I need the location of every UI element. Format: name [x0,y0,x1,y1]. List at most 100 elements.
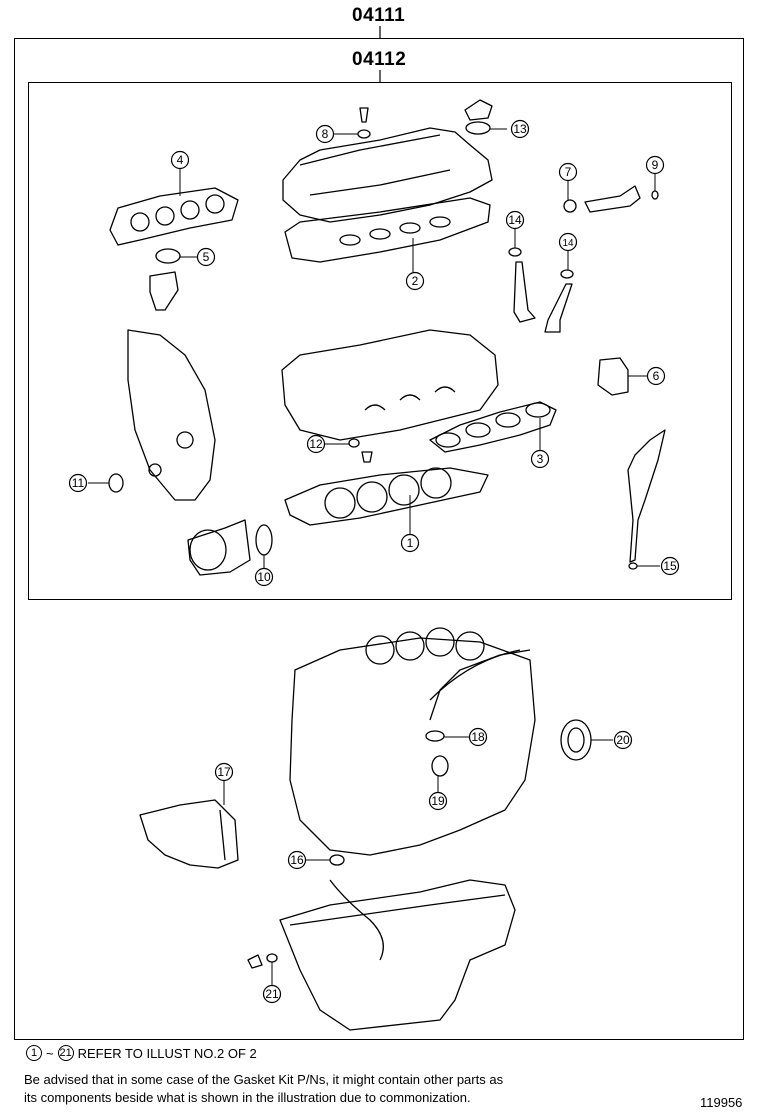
callout-circle [214,762,234,782]
callout-number: 19 [431,794,445,808]
callout-circle [613,730,633,750]
oil-pump-part [139,799,239,869]
oil-filler-cap-part [464,99,493,121]
callout-circle [428,791,448,811]
callout-number: 18 [471,730,485,744]
oil-pan-part [279,879,516,1031]
callout-number: 7 [565,165,572,179]
dipstick-tube-part [429,649,531,721]
outer-kit-frame [14,38,744,1040]
callout-number: 11 [72,476,85,490]
callout-number: 17 [217,765,231,779]
callout-circle [196,247,216,267]
advisory-line-2: its components beside what is shown in t… [24,1090,471,1105]
callout-11: 11 [68,473,88,493]
callout-2: 2 [405,271,425,291]
callout-circle [405,271,425,291]
callout-9: 9 [645,155,665,175]
crank-oil-seal-part [108,473,124,493]
callout-circle [530,449,550,469]
timing-cover-part [127,329,216,501]
callout-number: 1 [407,536,414,550]
refer-from-callout: 1 [26,1045,42,1061]
refer-text: REFER TO ILLUST NO.2 OF 2 [77,1045,257,1061]
callout-8: 8 [315,124,335,144]
callout-4: 4 [170,150,190,170]
callout-14: 14 [558,232,578,252]
callout-number: 10 [257,570,271,584]
rear-oil-seal-part [431,755,449,777]
water-pump-part [187,519,251,576]
cylinder-block-part [289,637,536,856]
chain-cover-gasket-part [597,357,629,396]
callout-21: 21 [262,984,282,1004]
callout-12: 12 [306,434,326,454]
callout-circle [315,124,335,144]
refer-tilde: ~ [46,1045,54,1061]
callout-number: 8 [322,127,329,141]
callout-15: 15 [660,556,680,576]
cover-bolt-part [359,107,369,123]
callout-circle [68,473,88,493]
callout-circle [505,210,525,230]
callout-number: 6 [653,369,660,383]
plug-gasket-part [348,438,360,448]
cylinder-head-part [281,329,499,441]
callout-circle [400,533,420,553]
callout-number: 2 [412,274,419,288]
callout-5: 5 [196,247,216,267]
callout-number: 9 [652,158,659,172]
outer-kit-code: 04111 [352,5,406,26]
callout-6: 6 [646,366,666,386]
callout-3: 3 [530,449,550,469]
intake-manifold-gasket-part [429,401,557,453]
callout-1: 1 [400,533,420,553]
callout-18: 18 [468,727,488,747]
callout-17: 17 [214,762,234,782]
callout-circle [660,556,680,576]
valve-cover-gasket-part [284,197,491,263]
callout-number: 15 [663,559,677,573]
callout-16: 16 [287,850,307,870]
inner-kit-code: 04112 [352,49,407,70]
callout-circle [170,150,190,170]
callout-circle [468,727,488,747]
callout-number: 20 [616,733,630,747]
callout-number: 14 [562,238,574,249]
callout-10: 10 [254,567,274,587]
callout-number: 21 [265,987,279,1001]
callout-13: 13 [510,119,530,139]
callout-circle [558,162,578,182]
exhaust-manifold-gasket-part [109,187,239,246]
callout-circle [510,119,530,139]
callout-14: 14 [505,210,525,230]
strainer-gasket-part [329,854,345,866]
callout-7: 7 [558,162,578,182]
illustration-id: 119956 [700,1095,743,1110]
callout-19: 19 [428,791,448,811]
injector-ring-part [563,199,577,213]
callout-number: 14 [508,213,522,227]
rear-crank-seal-part [560,719,592,761]
callout-circle [254,567,274,587]
callout-circle [306,434,326,454]
callout-number: 5 [203,250,210,264]
cylinder-head-gasket-part [284,467,489,526]
valve-cover-part [282,127,493,223]
callout-number: 16 [290,853,304,867]
inner-kit-frame [28,82,732,600]
callout-circle [262,984,282,1004]
valve-stem-seal-part [508,247,522,257]
refer-to-callout: 21 [57,1045,74,1061]
dipstick-guide-part [627,429,666,563]
o-ring-part [255,524,273,556]
callout-circle [287,850,307,870]
callout-number: 3 [537,452,544,466]
refer-note: 1 ~ 21 REFER TO ILLUST NO.2 OF 2 [26,1045,257,1061]
callout-20: 20 [613,730,633,750]
drain-plug-gasket-part [266,953,278,963]
gasket-ring-part [155,248,181,264]
callout-circle [646,366,666,386]
advisory-line-1: Be advised that in some case of the Gask… [24,1072,504,1087]
callout-number: 4 [177,153,184,167]
